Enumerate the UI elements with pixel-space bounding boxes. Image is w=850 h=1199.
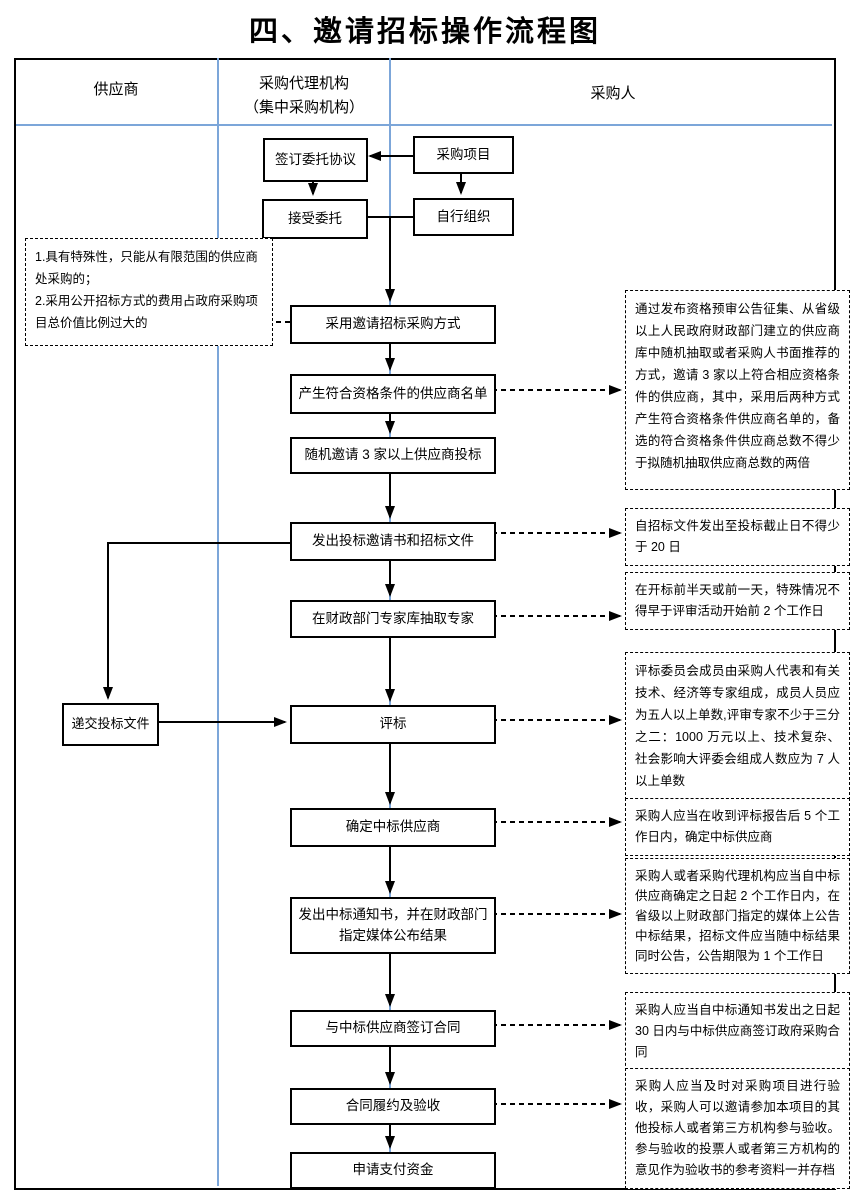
flow-node-sign-contract: 与中标供应商签订合同 [290,1010,496,1047]
flow-node-self-organize: 自行组织 [413,198,514,236]
page-title: 四、邀请招标操作流程图 [248,16,601,48]
note-left-condition-1: 1.具有特殊性，只能从有限范围的供应商处采购的； [35,250,258,286]
note-announce-result: 采购人或者采购代理机构应当自中标供应商确定之日起 2 个工作日内，在省级以上财政… [625,858,850,974]
flow-node-determine-winner: 确定中标供应商 [290,808,496,847]
flow-node-issue-invitation-documents: 发出投标邀请书和招标文件 [290,522,496,561]
flow-node-accept-entrustment: 接受委托 [262,199,368,239]
note-qualification-source: 通过发布资格预审公告征集、从省级以上人民政府财政部门建立的供应商库中随机抽取或者… [625,290,850,490]
note-acceptance-rule: 采购人应当及时对采购项目进行验收，采购人可以邀请参加本项目的其他投标人或者第三方… [625,1068,850,1189]
flow-node-generate-supplier-list: 产生符合资格条件的供应商名单 [290,374,496,414]
flow-node-submit-bid-documents: 递交投标文件 [62,703,159,746]
flow-node-procurement-project: 采购项目 [413,136,514,174]
note-left-conditions: 1.具有特殊性，只能从有限范围的供应商处采购的； 2.采用公开招标方式的费用占政… [25,238,273,346]
lane-title-purchaser: 采购人 [590,85,636,102]
flow-node-random-invite-three: 随机邀请 3 家以上供应商投标 [290,437,496,474]
note-contract-within-30-days: 采购人应当自中标通知书发出之日起 30 日内与中标供应商签订政府采购合同 [625,992,850,1071]
note-expert-drawing-time: 在开标前半天或前一天，特殊情况不得早于评审活动开始前 2 个工作日 [625,572,850,630]
flow-node-draw-experts: 在财政部门专家库抽取专家 [290,600,496,638]
note-determine-within-5-days: 采购人应当在收到评标报告后 5 个工作日内，确定中标供应商 [625,798,850,856]
flow-node-apply-payment: 申请支付资金 [290,1152,496,1189]
flow-node-sign-agreement: 签订委托协议 [263,138,368,182]
flow-node-issue-award-notice: 发出中标通知书，并在财政部门 指定媒体公布结果 [290,897,496,954]
note-deadline-20-days: 自招标文件发出至投标截止日不得少于 20 日 [625,508,850,566]
flow-node-performance-acceptance: 合同履约及验收 [290,1088,496,1125]
flow-node-adopt-invitation-method: 采用邀请招标采购方式 [290,305,496,344]
lane-header-divider [16,124,832,126]
flow-node-bid-evaluation: 评标 [290,705,496,744]
note-evaluation-committee: 评标委员会成员由采购人代表和有关技术、经济等专家组成，成员人员应为五人以上单数,… [625,652,850,800]
lane-divider-supplier-agency [217,58,219,1186]
note-left-condition-2: 2.采用公开招标方式的费用占政府采购项目总价值比例过大的 [35,294,258,330]
lane-title-agency: 采购代理机构 （集中采购机构） [243,75,364,116]
lane-title-supplier: 供应商 [93,81,139,98]
